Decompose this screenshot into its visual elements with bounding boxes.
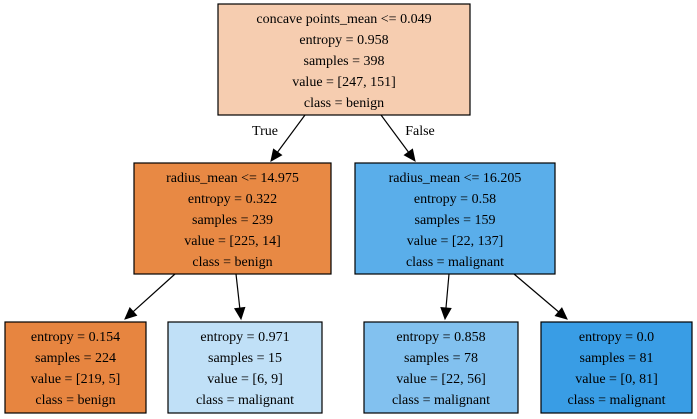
node-line: class = malignant	[567, 393, 665, 408]
node-line: value = [0, 81]	[575, 372, 658, 387]
arrowhead-icon	[554, 307, 568, 320]
edge-label-false: False	[405, 124, 435, 139]
edge-label-true: True	[252, 124, 278, 139]
node-line: samples = 224	[35, 351, 116, 366]
edge-root-right: False	[380, 114, 435, 162]
node-box	[363, 321, 519, 414]
node-line: value = [247, 151]	[292, 75, 396, 90]
node-line: value = [219, 5]	[31, 372, 121, 387]
node-line: samples = 15	[208, 351, 282, 366]
node-line: entropy = 0.58	[414, 192, 496, 207]
node-box	[4, 321, 147, 414]
node-box	[540, 321, 693, 414]
node-line: concave points_mean <= 0.049	[256, 12, 431, 27]
arrowhead-icon	[124, 307, 138, 320]
node-line: entropy = 0.971	[200, 330, 289, 345]
node-line: entropy = 0.0	[579, 330, 654, 345]
node-line: class = benign	[304, 96, 384, 111]
node-line: class = benign	[35, 393, 115, 408]
edge-right-leaf3	[440, 273, 452, 321]
edge-line	[445, 273, 450, 309]
edge-line	[277, 114, 306, 153]
node-line: samples = 78	[404, 351, 478, 366]
tree-node-leaf2: entropy = 0.971 samples = 15 value = [6, 9…	[167, 321, 323, 414]
arrowhead-icon	[440, 307, 452, 321]
node-line: entropy = 0.322	[188, 192, 277, 207]
node-line: samples = 398	[304, 54, 385, 69]
node-line: value = [6, 9]	[207, 372, 283, 387]
tree-node-left: radius_mean <= 14.975 entropy = 0.322 samp…	[133, 162, 332, 275]
tree-node-leaf1: entropy = 0.154 samples = 224 value = [219…	[4, 321, 147, 414]
edge-left-leaf2	[233, 273, 246, 321]
edge-left-leaf1	[124, 273, 176, 320]
node-line: class = malignant	[392, 393, 490, 408]
node-line: value = [22, 137]	[407, 234, 504, 249]
node-line: entropy = 0.154	[31, 330, 120, 345]
arrowhead-icon	[233, 306, 246, 321]
node-line: radius_mean <= 14.975	[166, 171, 299, 186]
tree-node-root: concave points_mean <= 0.049 entropy = 0.…	[217, 3, 471, 116]
node-box	[133, 162, 332, 275]
edge-right-leaf4	[513, 273, 568, 320]
edge-line	[132, 273, 176, 313]
edge-line	[235, 273, 241, 309]
node-line: value = [22, 56]	[396, 372, 486, 387]
arrowhead-icon	[270, 148, 283, 162]
tree-node-leaf4: entropy = 0.0 samples = 81 value = [0, 81]…	[540, 321, 693, 414]
node-line: class = malignant	[406, 255, 504, 270]
edge-line	[380, 114, 409, 153]
edge-root-left: True	[252, 114, 306, 162]
node-line: class = benign	[192, 255, 272, 270]
node-line: samples = 239	[192, 213, 273, 228]
node-line: entropy = 0.858	[396, 330, 485, 345]
tree-node-right: radius_mean <= 16.205 entropy = 0.58 sampl…	[354, 162, 556, 275]
node-line: class = malignant	[196, 393, 294, 408]
node-box	[167, 321, 323, 414]
node-box	[217, 3, 471, 116]
tree-node-leaf3: entropy = 0.858 samples = 78 value = [22, …	[363, 321, 519, 414]
node-line: samples = 81	[580, 351, 654, 366]
node-line: radius_mean <= 16.205	[389, 171, 522, 186]
edge-line	[513, 273, 560, 313]
node-box	[354, 162, 556, 275]
node-line: entropy = 0.958	[299, 33, 388, 48]
node-line: samples = 159	[415, 213, 496, 228]
node-line: value = [225, 14]	[184, 234, 281, 249]
arrowhead-icon	[403, 148, 416, 162]
